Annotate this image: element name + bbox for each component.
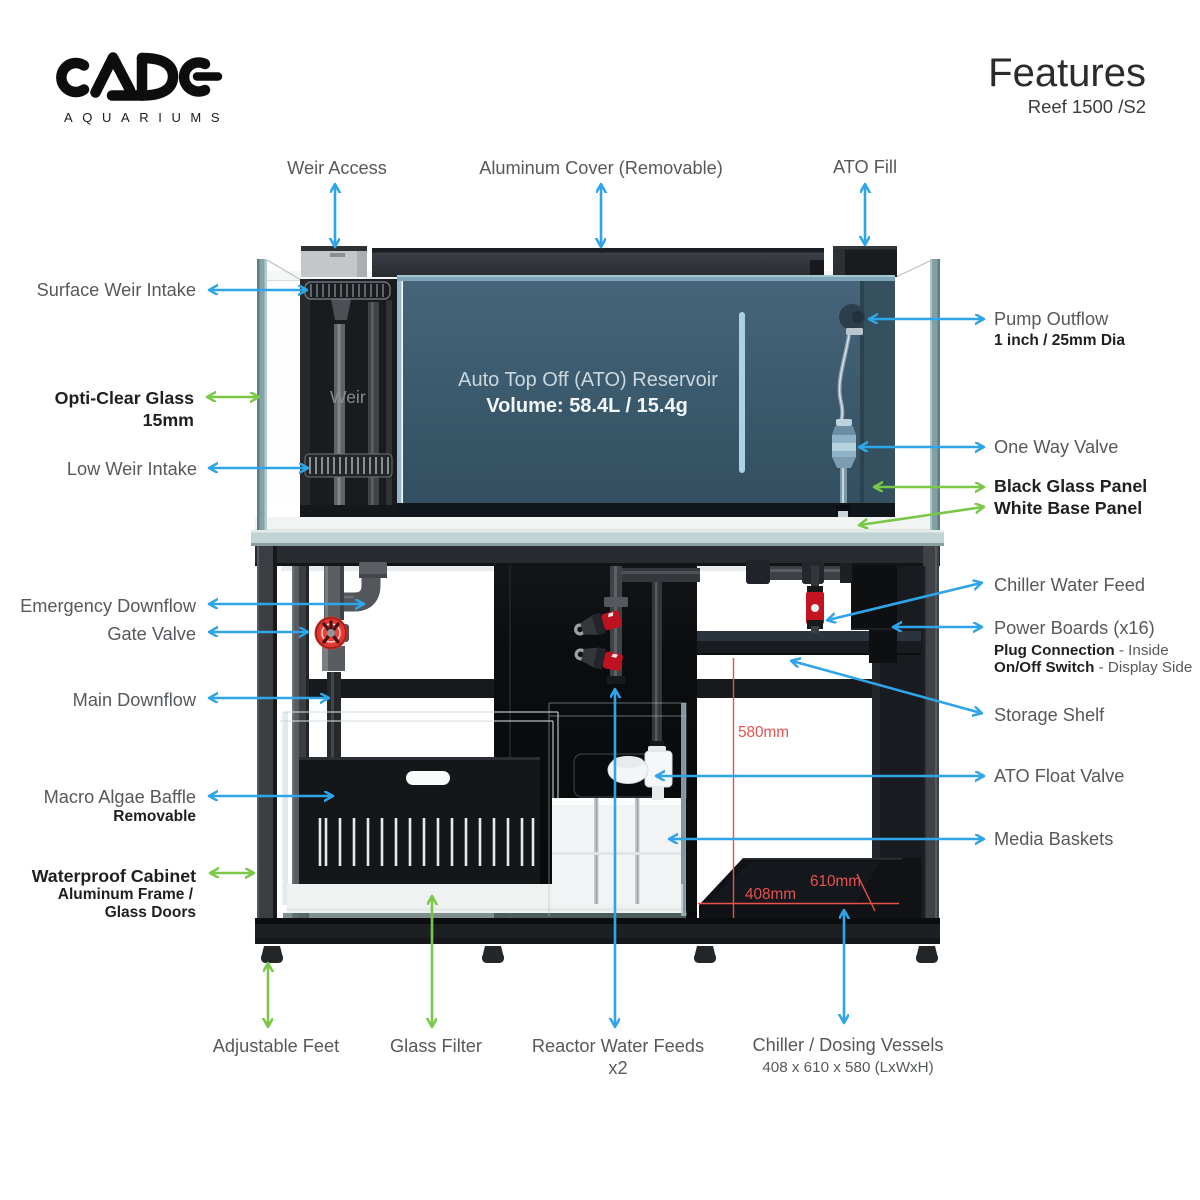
svg-text:ATO Float Valve: ATO Float Valve: [994, 766, 1124, 786]
svg-text:Glass Filter: Glass Filter: [390, 1036, 482, 1056]
svg-text:610mm: 610mm: [810, 873, 861, 890]
svg-text:Reactor Water Feeds: Reactor Water Feeds: [532, 1036, 704, 1056]
svg-text:Aluminum Frame /: Aluminum Frame /: [58, 886, 194, 903]
svg-text:AQUARIUMS: AQUARIUMS: [64, 110, 229, 125]
svg-text:408mm: 408mm: [745, 886, 796, 903]
svg-text:Chiller / Dosing Vessels: Chiller / Dosing Vessels: [752, 1035, 943, 1055]
svg-text:Adjustable Feet: Adjustable Feet: [213, 1036, 339, 1056]
svg-text:White Base Panel: White Base Panel: [994, 498, 1142, 518]
svg-text:580mm: 580mm: [738, 724, 789, 741]
svg-text:ATO Fill: ATO Fill: [833, 157, 897, 177]
svg-text:On/Off Switch - Display Side: On/Off Switch - Display Side: [994, 659, 1192, 676]
svg-text:Power Boards (x16): Power Boards (x16): [994, 618, 1155, 638]
svg-text:Reef 1500 /S2: Reef 1500 /S2: [1028, 96, 1146, 117]
svg-text:Removable: Removable: [113, 808, 196, 825]
svg-text:408 x 610 x 580 (LxWxH): 408 x 610 x 580 (LxWxH): [762, 1059, 933, 1076]
svg-text:1 inch / 25mm Dia: 1 inch / 25mm Dia: [994, 332, 1125, 349]
svg-text:Features: Features: [988, 51, 1146, 95]
svg-text:Macro Algae Baffle: Macro Algae Baffle: [44, 787, 196, 807]
svg-text:Waterproof Cabinet: Waterproof Cabinet: [32, 866, 196, 886]
svg-text:Emergency Downflow: Emergency Downflow: [20, 596, 197, 616]
svg-text:Plug Connection - Inside: Plug Connection - Inside: [994, 642, 1169, 659]
svg-text:One Way Valve: One Way Valve: [994, 437, 1118, 457]
svg-text:Black Glass Panel: Black Glass Panel: [994, 476, 1147, 496]
svg-text:Storage Shelf: Storage Shelf: [994, 705, 1105, 725]
svg-text:Auto Top Off (ATO) Reservoir: Auto Top Off (ATO) Reservoir: [458, 369, 718, 391]
svg-text:Main Downflow: Main Downflow: [73, 690, 197, 710]
svg-text:Gate Valve: Gate Valve: [107, 624, 196, 644]
svg-text:Media Baskets: Media Baskets: [994, 829, 1113, 849]
svg-text:Surface Weir Intake: Surface Weir Intake: [37, 280, 196, 300]
svg-text:Weir: Weir: [330, 387, 366, 407]
svg-text:15mm: 15mm: [143, 410, 194, 430]
svg-text:Pump Outflow: Pump Outflow: [994, 309, 1109, 329]
svg-text:Low Weir Intake: Low Weir Intake: [67, 459, 197, 479]
svg-text:Chiller Water Feed: Chiller Water Feed: [994, 575, 1145, 595]
svg-text:x2: x2: [608, 1058, 627, 1078]
svg-text:Opti-Clear Glass: Opti-Clear Glass: [55, 388, 194, 408]
svg-text:Aluminum Cover (Removable): Aluminum Cover (Removable): [479, 158, 723, 178]
svg-text:Weir Access: Weir Access: [287, 158, 387, 178]
svg-text:Glass Doors: Glass Doors: [105, 904, 196, 921]
svg-text:Volume: 58.4L / 15.4g: Volume: 58.4L / 15.4g: [486, 395, 688, 417]
